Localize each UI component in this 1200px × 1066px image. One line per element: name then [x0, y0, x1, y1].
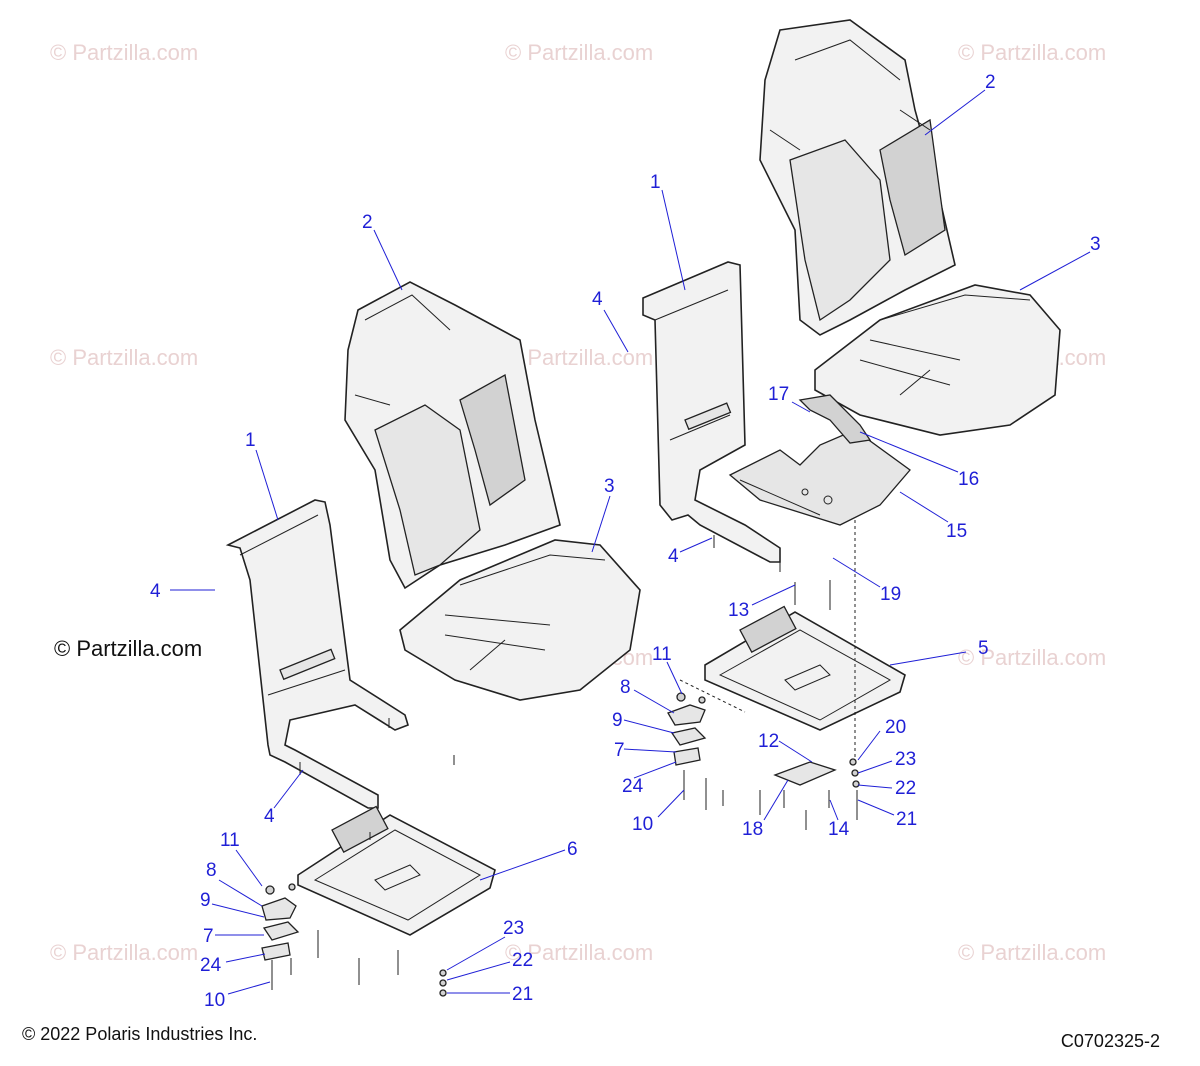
callout-23: 23: [895, 749, 916, 770]
callout-14: 14: [828, 819, 850, 840]
callout-19: 19: [880, 584, 901, 605]
left-small-parts: [261, 718, 455, 997]
watermark: © Partzilla.com: [505, 345, 653, 370]
callout-6: 6: [567, 839, 578, 860]
watermarks: © Partzilla.com © Partzilla.com © Partzi…: [50, 40, 1106, 965]
right-bracket: [798, 394, 872, 444]
right-seat-cushion: [814, 284, 1061, 436]
callout-12: 12: [758, 731, 779, 752]
callout-22: 22: [895, 778, 916, 799]
left-slider-base: [297, 805, 496, 936]
watermark: © Partzilla.com: [505, 940, 653, 965]
callout-4: 4: [592, 289, 603, 310]
callout-1: 1: [245, 430, 256, 451]
right-small-parts: [667, 520, 860, 830]
callout-17: 17: [768, 384, 789, 405]
copyright-text: © 2022 Polaris Industries Inc.: [22, 1024, 258, 1044]
callout-4: 4: [264, 806, 275, 827]
callout-5: 5: [978, 638, 989, 659]
callout-4: 4: [150, 581, 161, 602]
callout-2: 2: [362, 212, 373, 233]
right-mount-plate: [728, 429, 911, 526]
callout-4: 4: [668, 546, 679, 567]
watermark: © Partzilla.com: [958, 940, 1106, 965]
right-seat-frame: [642, 261, 781, 563]
callout-21: 21: [896, 809, 917, 830]
left-seat-cushion: [399, 539, 641, 701]
callout-10: 10: [632, 814, 653, 835]
watermark: © Partzilla.com: [50, 40, 198, 65]
callouts: 1 2 3 4 4 17 16 15 19 13 5 11 8 9 7 24 1…: [150, 72, 1101, 1011]
partzilla-logo: © Partzilla.com: [54, 636, 203, 661]
callout-21: 21: [512, 984, 533, 1005]
callout-7: 7: [203, 926, 214, 947]
left-seat-back: [344, 281, 561, 590]
callout-16: 16: [958, 469, 979, 490]
callout-10: 10: [204, 990, 225, 1011]
right-seat-back: [759, 19, 956, 336]
callout-22: 22: [512, 950, 533, 971]
watermark: © Partzilla.com: [50, 345, 198, 370]
callout-8: 8: [620, 677, 631, 698]
callout-20: 20: [885, 717, 906, 738]
callout-13: 13: [728, 600, 749, 621]
callout-11: 11: [652, 644, 672, 665]
callout-1: 1: [650, 172, 661, 193]
callout-18: 18: [742, 819, 763, 840]
callout-3: 3: [1090, 234, 1101, 255]
watermark: © Partzilla.com: [50, 940, 198, 965]
right-slider-base: [704, 605, 906, 731]
watermark: © Partzilla.com: [958, 40, 1106, 65]
callout-15: 15: [946, 521, 967, 542]
callout-8: 8: [206, 860, 217, 881]
diagram-code: C0702325-2: [1060, 1031, 1160, 1051]
watermark: © Partzilla.com: [958, 645, 1106, 670]
watermark: © Partzilla.com: [505, 40, 653, 65]
callout-2: 2: [985, 72, 996, 93]
leader-lines: [170, 89, 1091, 995]
callout-11: 11: [220, 830, 240, 851]
left-seat-frame: [225, 499, 409, 809]
callout-7: 7: [614, 740, 625, 761]
callout-24: 24: [200, 955, 222, 976]
callout-3: 3: [604, 476, 615, 497]
callout-9: 9: [200, 890, 211, 911]
callout-9: 9: [612, 710, 623, 731]
callout-24: 24: [622, 776, 644, 797]
callout-23: 23: [503, 918, 524, 939]
